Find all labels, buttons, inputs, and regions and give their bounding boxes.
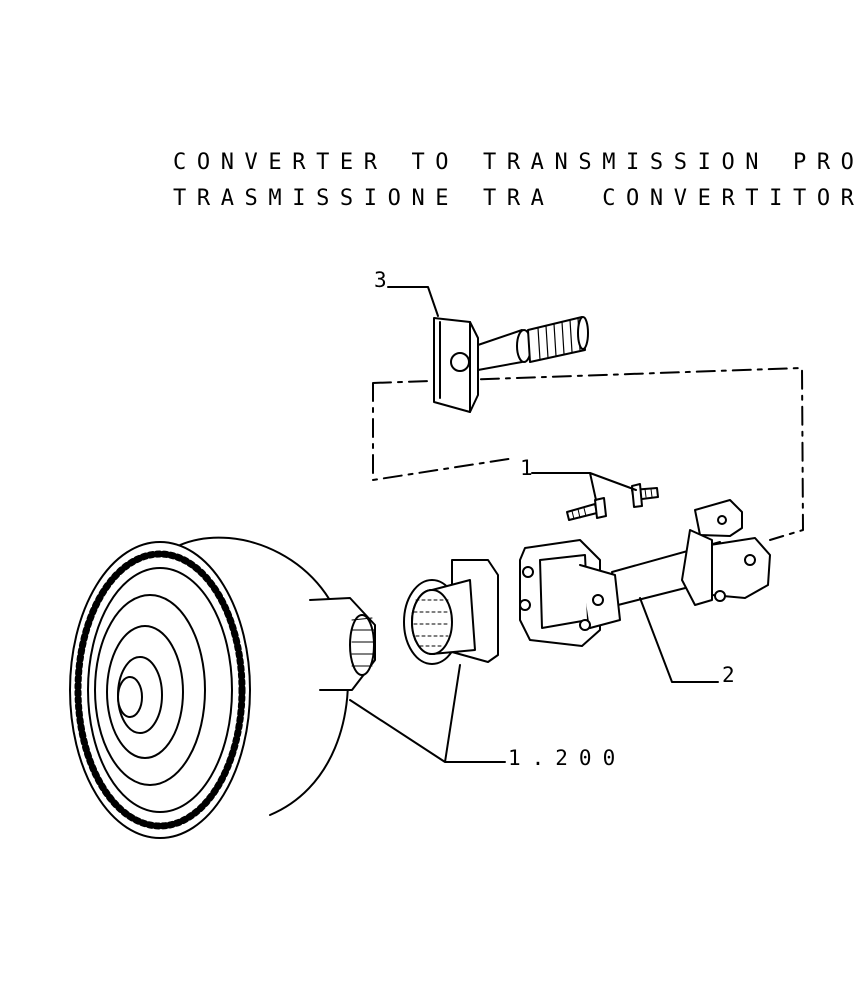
leader-1 (531, 472, 637, 501)
callout-1: 1 (520, 456, 533, 480)
callout-1200: 1.200 (508, 746, 626, 770)
flange-part (403, 559, 499, 665)
callout-2: 2 (722, 663, 735, 687)
yoke-part (433, 316, 589, 413)
leader-2 (639, 597, 719, 683)
leader-1200 (349, 664, 506, 763)
torque-converter-part (69, 536, 376, 839)
assembly-dashed-outline (372, 367, 804, 541)
title-italian: TRASMISSIONE TRA CONVERTITORE (173, 186, 856, 211)
leader-3 (387, 286, 439, 317)
propeller-shaft-part (519, 499, 771, 647)
callout-3: 3 (374, 268, 387, 292)
bolts-part (566, 483, 659, 521)
title-english: CONVERTER TO TRANSMISSION PROP (173, 150, 856, 175)
